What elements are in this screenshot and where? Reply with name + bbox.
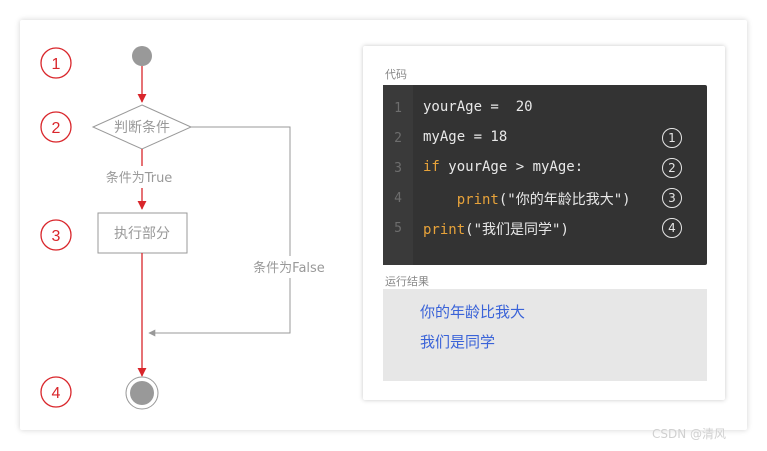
line-number-gutter	[383, 85, 413, 265]
code-keyword: print	[423, 222, 466, 238]
code-text: yourAge = 20	[423, 99, 533, 115]
code-line: myAge = 18	[423, 129, 507, 145]
code-text: yourAge > myAge:	[439, 159, 584, 175]
code-step-marker: 2	[662, 158, 682, 178]
true-branch-label: 条件为True	[106, 170, 173, 186]
false-branch-line	[148, 126, 291, 337]
step-marker-4: 4	[40, 376, 72, 408]
code-panel-title: 代码	[385, 68, 407, 81]
code-editor: 1 yourAge = 20 2 myAge = 18 1 3 if yourAge > m…	[383, 85, 707, 265]
step-marker-1: 1	[40, 47, 72, 79]
start-node	[132, 46, 152, 66]
step-number: 3	[52, 228, 61, 245]
code-line: if yourAge > myAge:	[423, 159, 583, 175]
code-text: ("我们是同学")	[465, 222, 569, 238]
code-step-marker: 4	[662, 218, 682, 238]
result-line: 你的年龄比我大	[420, 303, 526, 321]
line-number: 5	[394, 221, 402, 236]
true-label-bg	[92, 166, 192, 188]
false-branch-label: 条件为False	[253, 260, 325, 276]
code-text	[423, 192, 457, 208]
step-number: 4	[52, 385, 61, 402]
step-number: 2	[52, 120, 61, 137]
code-keyword: print	[456, 192, 499, 208]
step-marker-3: 3	[40, 219, 72, 251]
watermark: CSDN @清风	[652, 427, 727, 441]
code-keyword: if	[423, 159, 440, 175]
code-panel: 代码 1 yourAge = 20 2 myAge = 18 1 3 if yourAge …	[363, 46, 725, 400]
condition-label: 判断条件	[114, 119, 170, 136]
line-number: 3	[394, 161, 402, 176]
result-panel-title: 运行结果	[385, 275, 429, 288]
result-line: 我们是同学	[420, 333, 496, 351]
false-label-bg	[240, 256, 340, 278]
step-number: 1	[52, 56, 61, 73]
code-step-marker: 1	[662, 128, 682, 148]
end-node	[125, 376, 159, 410]
code-line: print("你的年龄比我大")	[423, 189, 631, 209]
line-number: 1	[394, 101, 402, 116]
code-line: yourAge = 20	[423, 99, 533, 115]
step-marker-2: 2	[40, 111, 72, 143]
code-text: ("你的年龄比我大")	[498, 192, 631, 208]
action-node	[97, 212, 188, 254]
code-text: myAge = 18	[423, 129, 508, 145]
result-output: 你的年龄比我大我们是同学	[383, 289, 707, 381]
code-step-marker: 3	[662, 188, 682, 208]
line-number: 4	[394, 191, 402, 206]
line-number: 2	[394, 131, 402, 146]
code-line: print("我们是同学")	[423, 219, 569, 239]
action-label: 执行部分	[114, 226, 170, 242]
